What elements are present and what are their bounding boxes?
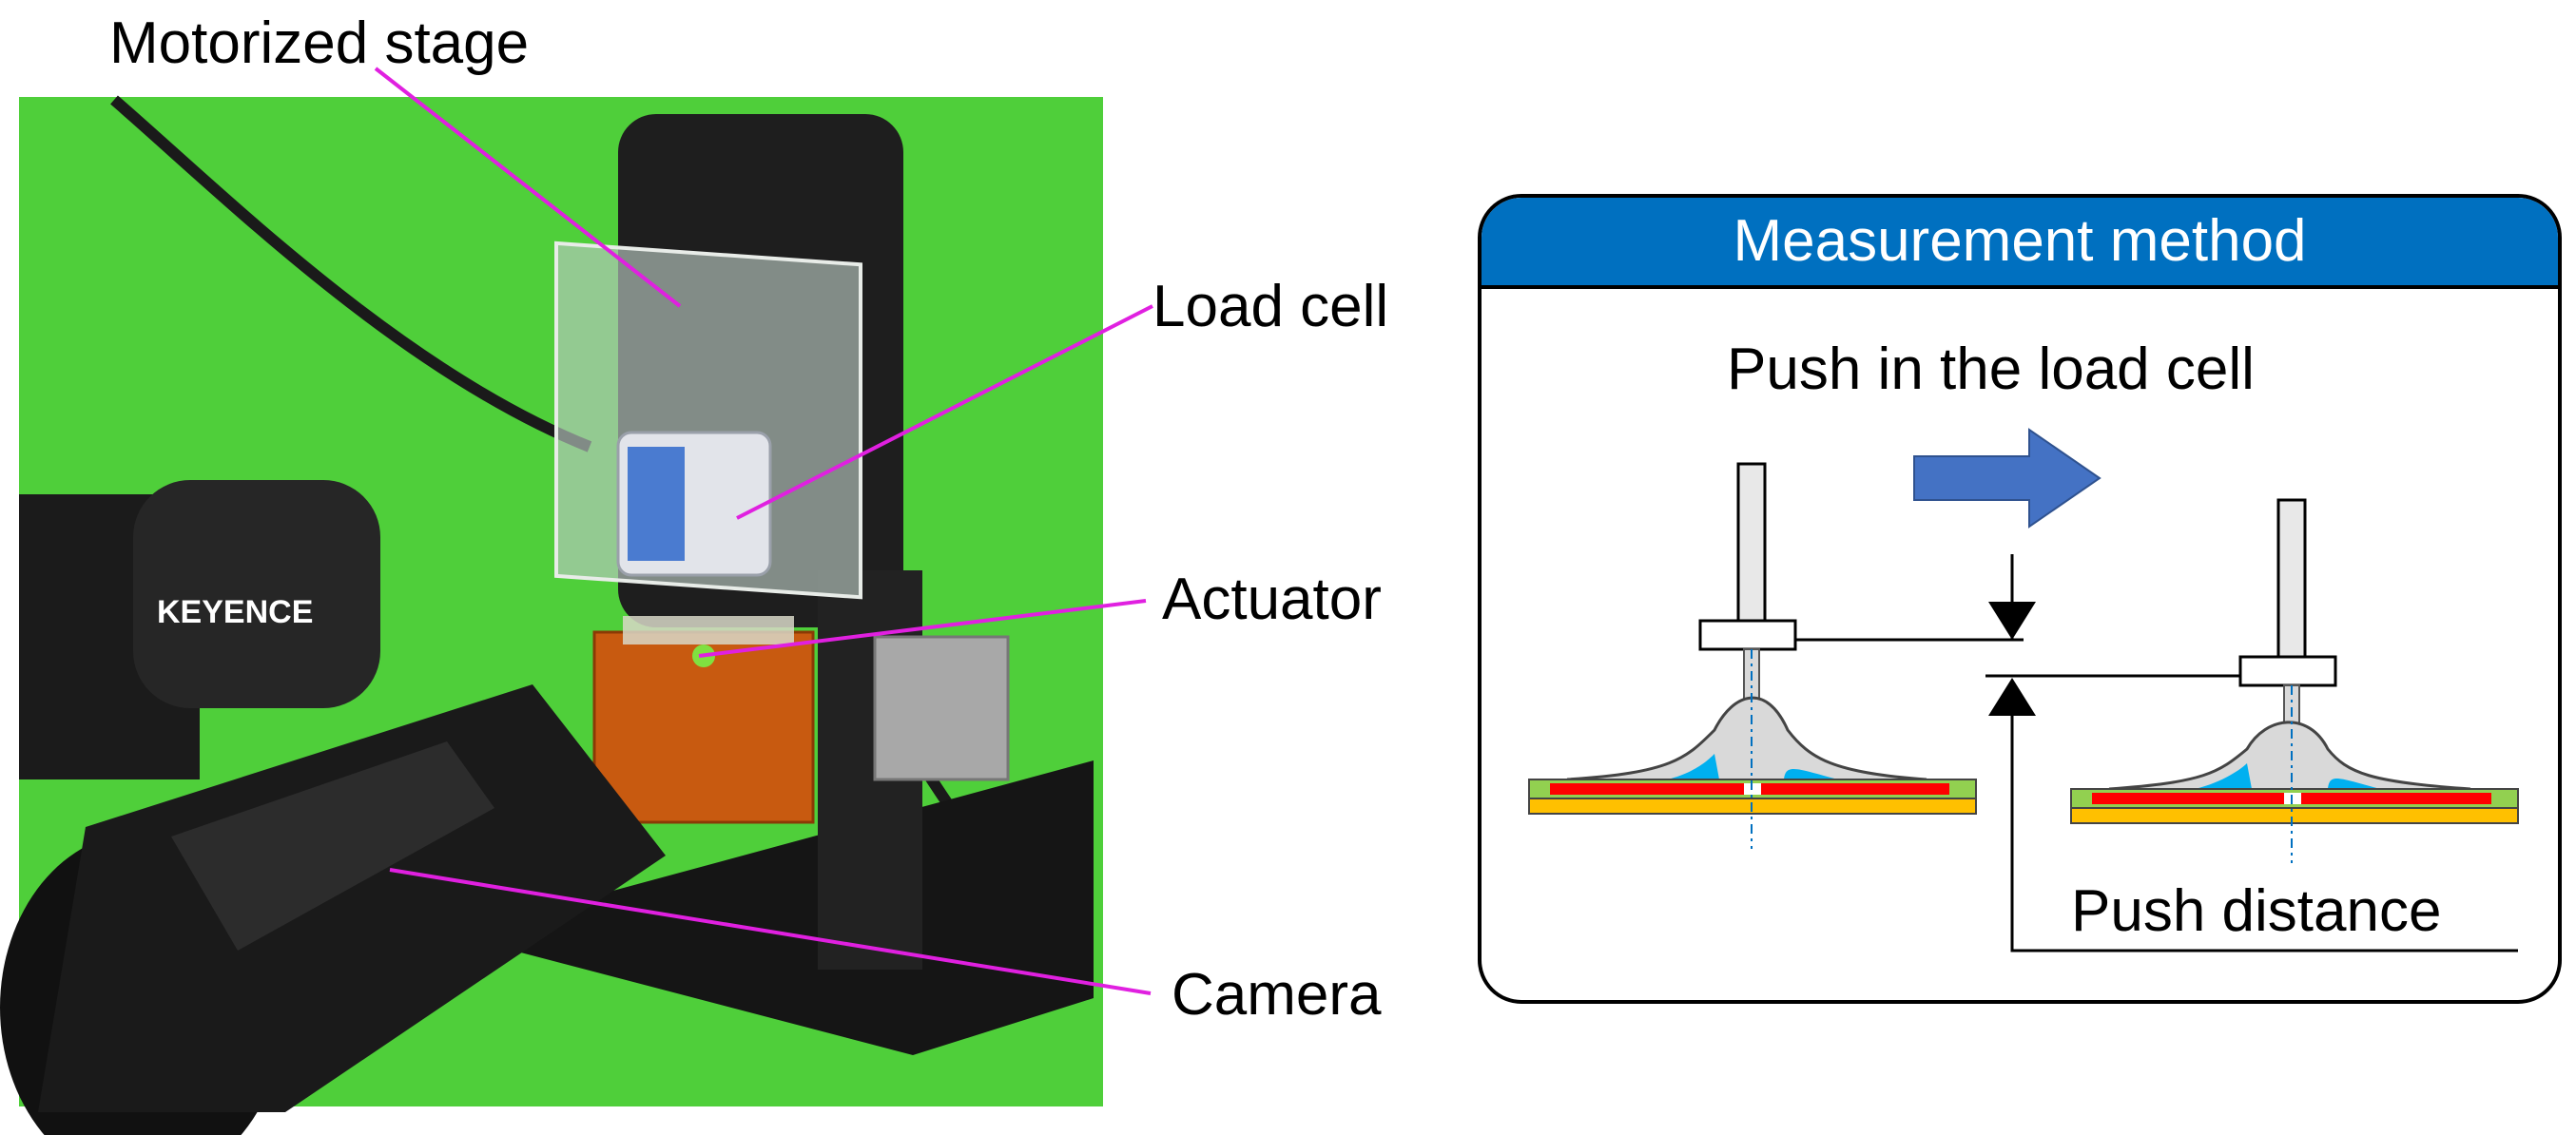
load-cell-label: [628, 447, 685, 561]
camera-lens-ring: [171, 741, 494, 951]
leader-motorized-stage: [374, 67, 682, 308]
measurement-method-panel: Measurement method: [1478, 194, 2562, 1004]
keyence-lens-upper: [133, 480, 380, 708]
label-actuator: Actuator: [1162, 567, 1382, 632]
dim-arrow-down: [1988, 602, 2036, 640]
actuator-after: [2070, 498, 2519, 863]
blue-fluid-after-left: [2195, 763, 2252, 789]
leader-actuator: [698, 599, 1147, 658]
panel-header: Measurement method: [1482, 198, 2558, 289]
label-camera: Camera: [1172, 962, 1382, 1028]
load-cell-rod-before: [1736, 462, 1767, 627]
panel-title: Measurement method: [1733, 208, 2307, 274]
blue-fluid-before-left: [1667, 754, 1719, 779]
keyence-brand: KEYENCE: [157, 594, 313, 630]
dome-after: [2108, 721, 2471, 791]
base-plate: [513, 760, 1094, 1055]
actuator-before: [1528, 462, 1977, 849]
connector: [873, 635, 1010, 781]
blue-fluid-after-right: [2328, 779, 2380, 789]
label-load-cell: Load cell: [1152, 274, 1389, 339]
method-diagram: [1528, 428, 2519, 952]
blue-fluid-before-right: [1784, 769, 1838, 779]
actuator-top: [623, 616, 794, 644]
dim-arrow-up: [1988, 678, 2036, 716]
dim-leader: [2010, 716, 2518, 952]
setup-photo: KEYENCE: [0, 67, 1153, 1135]
dome-before: [1566, 696, 1927, 781]
camera-lens: [38, 684, 666, 1112]
cable: [110, 95, 592, 452]
leader-camera: [389, 868, 1152, 995]
leader-load-cell: [736, 304, 1153, 520]
label-motorized-stage: Motorized stage: [109, 10, 530, 76]
push-arrow: [1913, 428, 2101, 529]
load-cell-head-before: [1698, 619, 1797, 651]
push-distance-dimension: [1795, 554, 2518, 952]
push-label: Push in the load cell: [1727, 337, 2255, 402]
load-cell-rod-after: [2276, 498, 2307, 664]
push-distance-label: Push distance: [2071, 878, 2442, 944]
load-cell-head-after: [2238, 655, 2337, 687]
orange-layer-after: [2070, 807, 2519, 824]
